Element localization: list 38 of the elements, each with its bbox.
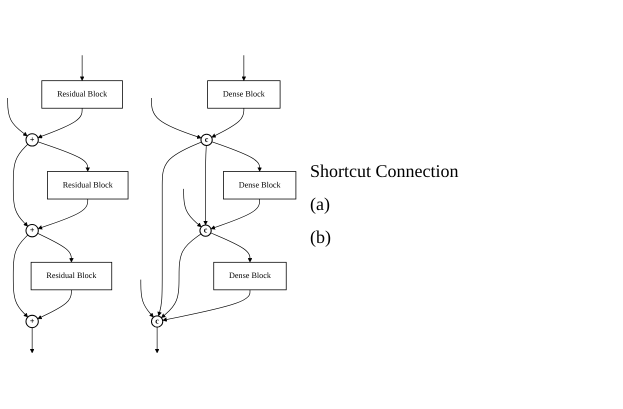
arrow (30, 328, 34, 354)
arrow (211, 108, 244, 138)
arrow (12, 235, 28, 318)
arrow (80, 55, 84, 82)
node-circle: c (199, 224, 212, 238)
node-circle: c (150, 316, 164, 328)
panel-label: (a) (310, 194, 331, 215)
arrow (210, 232, 252, 263)
arrow (161, 234, 202, 318)
arrow (210, 199, 260, 230)
arrow (212, 142, 262, 172)
arrow (37, 290, 72, 320)
node-circle: c (200, 134, 213, 146)
node-circle: + (26, 224, 39, 238)
annotation-label: Shortcut Connection (310, 161, 458, 182)
arrow (154, 327, 160, 354)
arrow (140, 280, 154, 318)
node-box: Dense Block (223, 171, 296, 200)
arrow (157, 142, 202, 317)
node-box: Residual Block (41, 80, 123, 109)
panel-label: (b) (310, 227, 332, 248)
arrow (7, 98, 28, 137)
arrow (151, 98, 202, 140)
node-box: Residual Block (47, 171, 128, 200)
node-circle: + (26, 134, 39, 147)
arrow (162, 290, 250, 322)
node-circle: + (26, 315, 39, 328)
node-box: Dense Block (213, 262, 287, 291)
node-box: Dense Block (207, 80, 280, 109)
arrow (38, 142, 90, 172)
arrow (37, 233, 74, 263)
arrow (203, 146, 208, 226)
arrow (183, 188, 202, 228)
node-box: Residual Block (30, 262, 112, 291)
arrow (242, 55, 246, 82)
arrow (38, 108, 82, 139)
arrow (38, 199, 88, 230)
arrow (12, 144, 28, 227)
